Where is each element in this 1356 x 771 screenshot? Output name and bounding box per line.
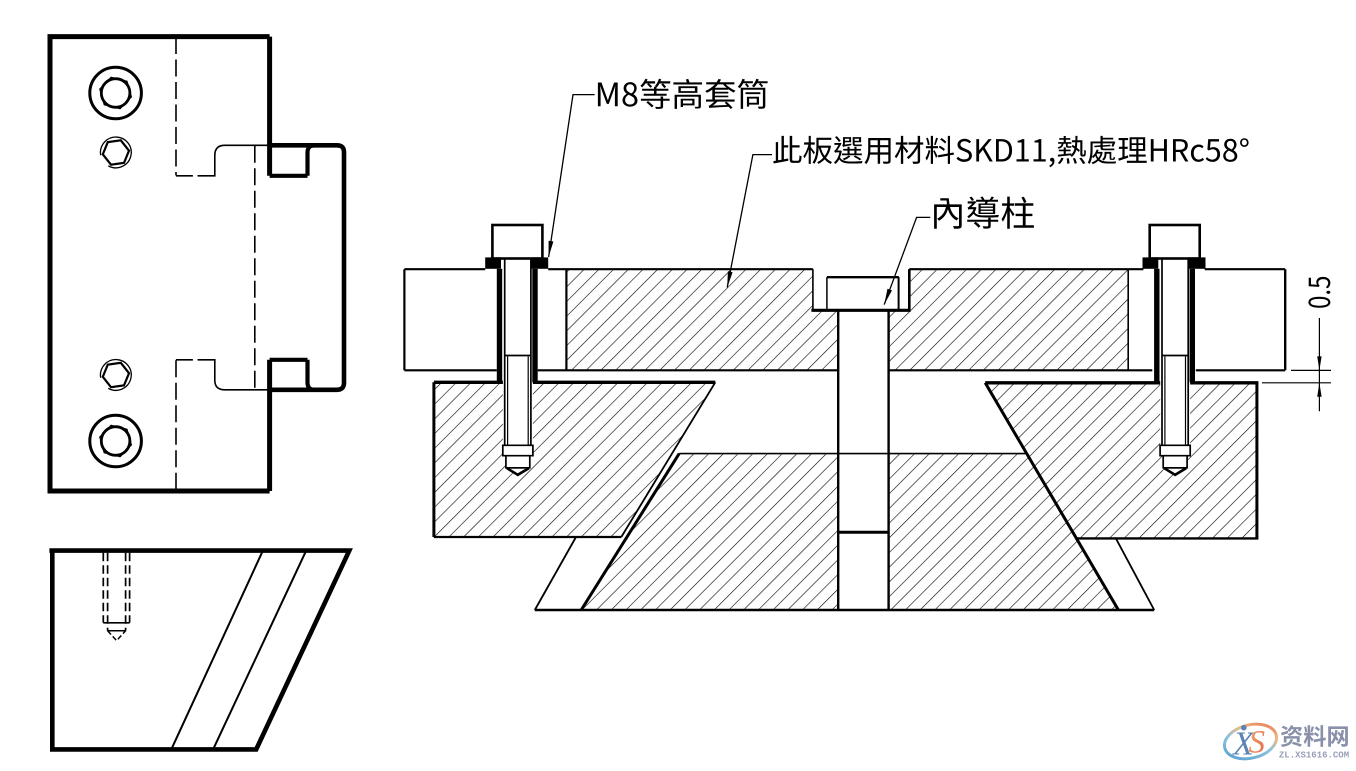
svg-text:ZL.XS1616.COM: ZL.XS1616.COM — [1279, 751, 1349, 761]
svg-text:S: S — [1249, 725, 1266, 761]
svg-text:X: X — [1231, 726, 1255, 763]
